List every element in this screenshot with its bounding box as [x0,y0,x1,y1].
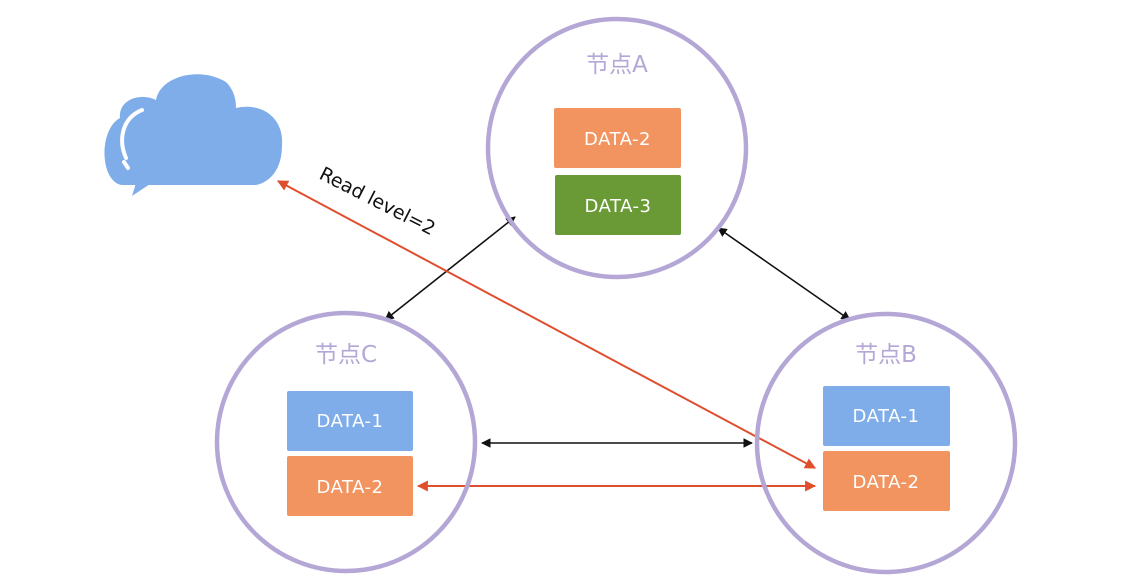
node-b-data-2-label: DATA-2 [853,472,920,493]
node-c-data-2-label: DATA-2 [317,477,384,498]
node-c-data-block: DATA-2 [287,456,413,516]
node-a-data-2-label: DATA-2 [584,129,651,150]
read-edge-client-b [277,180,816,469]
node-b-data-block: DATA-2 [823,451,950,511]
node-b-data-block: DATA-1 [823,386,950,446]
node-a-title: 节点A [586,52,648,78]
node-a-data-block: DATA-3 [555,175,681,235]
client-cloud-icon [104,74,283,196]
read-level-annotation: Read level=2 [316,163,439,240]
node-a-ring [485,16,749,280]
node-c-data-2-box [287,456,413,516]
node-a: 节点A DATA-2 DATA-3 [485,16,749,280]
node-a-data-3-label: DATA-3 [585,196,652,217]
node-b-title: 节点B [855,342,917,368]
node-a-data-3-box [555,175,681,235]
sync-edge-a-c [384,216,516,321]
node-c-data-1-box [287,391,413,451]
node-b: 节点B DATA-1 DATA-2 [754,311,1018,575]
node-b-data-1-box [823,386,950,446]
node-a-data-block: DATA-2 [554,108,681,168]
node-a-data-2-box [554,108,681,168]
node-c-data-1-label: DATA-1 [317,411,384,432]
node-b-data-2-box [823,451,950,511]
node-b-data-1-label: DATA-1 [853,406,920,427]
node-c-data-block: DATA-1 [287,391,413,451]
node-c-ring [214,310,478,574]
sync-edge-a-b [717,227,851,321]
node-b-ring [754,311,1018,575]
node-c-title: 节点C [315,342,377,368]
node-c: 节点C DATA-1 DATA-2 [214,310,478,574]
